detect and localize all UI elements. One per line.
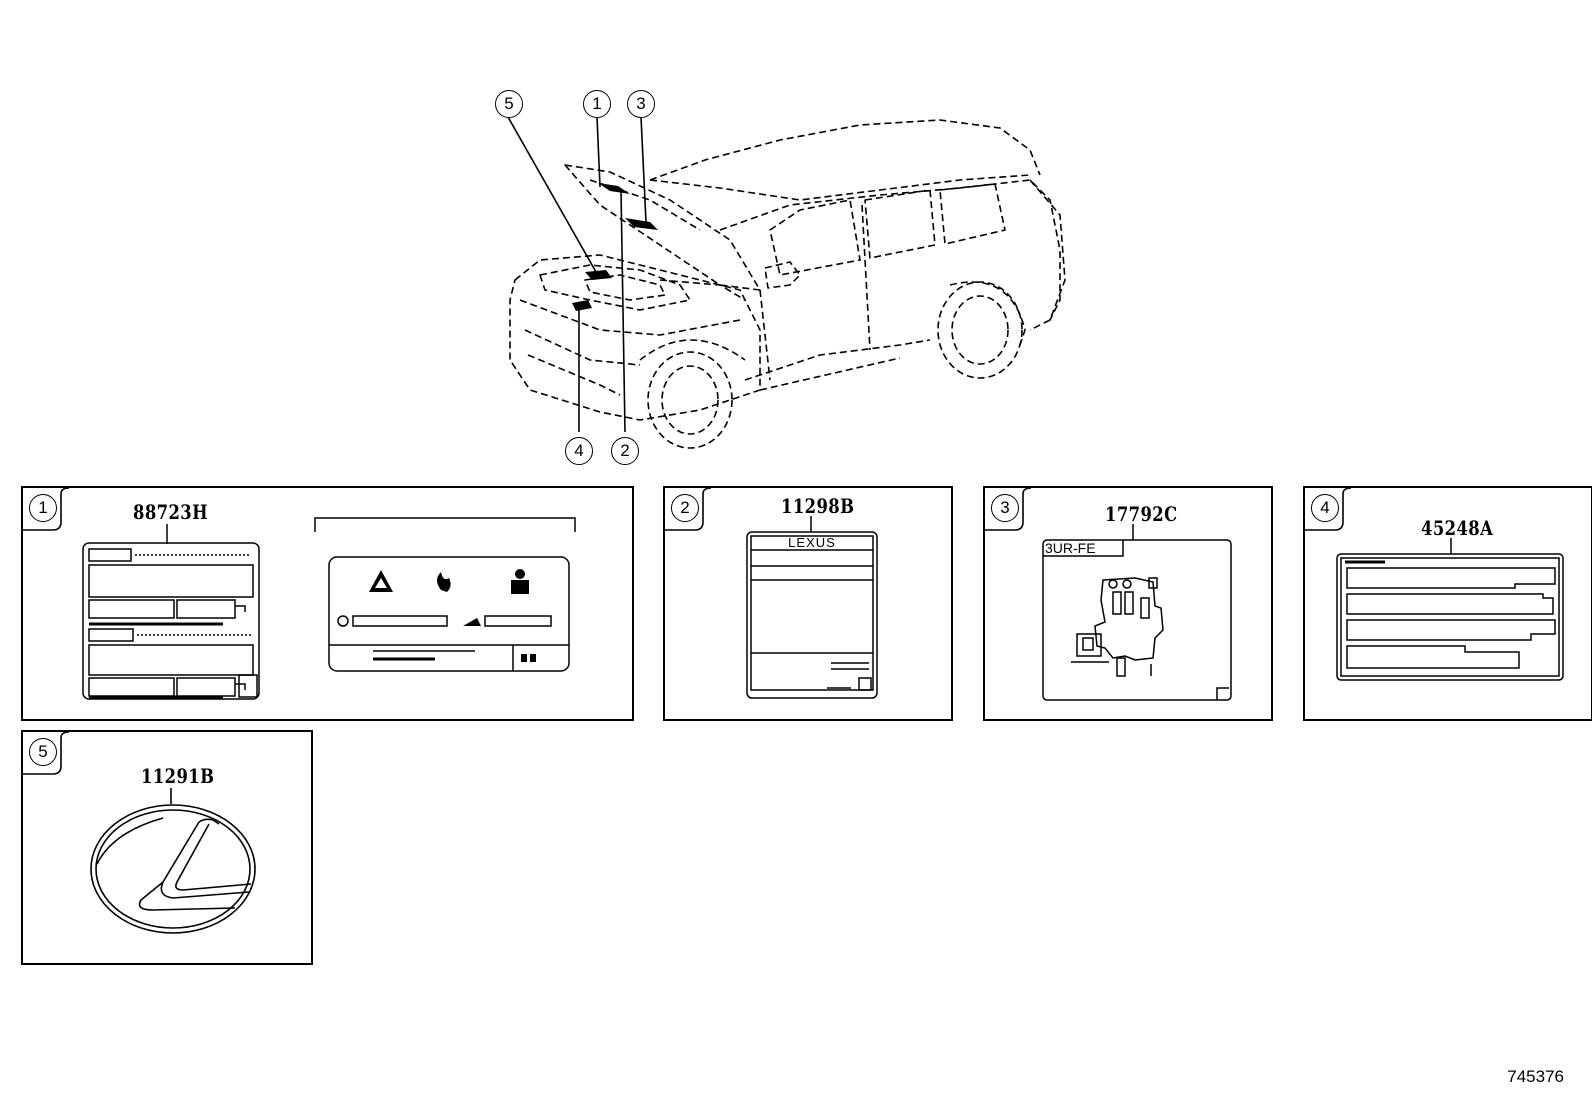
panel-2: 2 11298B LEXUS xyxy=(663,486,953,721)
panel-1: 1 88723H xyxy=(21,486,634,721)
part-number-11291B[interactable]: 11291B xyxy=(141,764,215,788)
label-17792C-drawing xyxy=(1042,524,1232,701)
panel-3: 3 17792C 3UR-FE xyxy=(983,486,1273,721)
part-number-88723H[interactable]: 88723H xyxy=(133,500,209,524)
panel-index: 3 xyxy=(991,494,1019,522)
part-number-45248A[interactable]: 45248A xyxy=(1421,516,1494,540)
callout-4[interactable]: 4 xyxy=(565,437,593,465)
vehicle-illustration xyxy=(507,116,1066,449)
callout-5[interactable]: 5 xyxy=(495,90,523,118)
panel-index: 1 xyxy=(29,494,57,522)
panel-index: 2 xyxy=(671,494,699,522)
label-brand-text: LEXUS xyxy=(788,535,836,550)
engine-code-text: 3UR-FE xyxy=(1045,540,1096,556)
panel-tab xyxy=(23,488,70,531)
panel-tab xyxy=(1305,488,1352,531)
panel-tab xyxy=(665,488,712,531)
figure-id: 745376 xyxy=(1507,1067,1564,1086)
label-45248A-drawing xyxy=(1336,538,1564,681)
panel-tab xyxy=(23,732,70,775)
panel-tab xyxy=(985,488,1032,531)
part-number-17792C[interactable]: 17792C xyxy=(1105,502,1178,526)
callout-3[interactable]: 3 xyxy=(627,90,655,118)
label-88723H-drawing xyxy=(82,517,576,700)
label-11298B-drawing xyxy=(746,516,878,699)
panel-5: 5 11291B xyxy=(21,730,313,965)
callout-2[interactable]: 2 xyxy=(611,437,639,465)
panel-4: 4 45248A xyxy=(1303,486,1592,721)
part-number-11298B[interactable]: 11298B xyxy=(781,494,855,518)
panel-index: 4 xyxy=(1311,494,1339,522)
lexus-emblem-drawing xyxy=(90,788,256,934)
panel-index: 5 xyxy=(29,738,57,766)
callout-1[interactable]: 1 xyxy=(583,90,611,118)
